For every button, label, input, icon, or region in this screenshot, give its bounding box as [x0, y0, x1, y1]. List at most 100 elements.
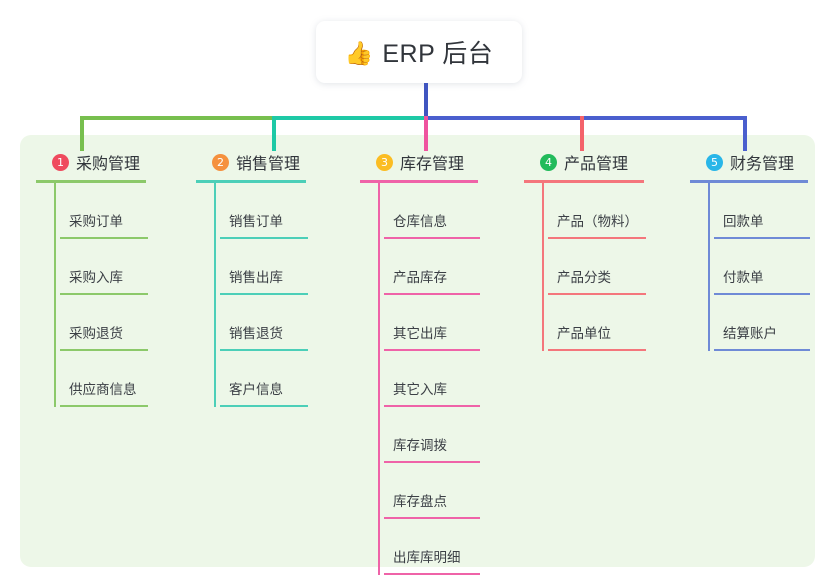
branch-spine	[708, 183, 710, 351]
branch-item-label: 销售退货	[229, 326, 283, 341]
branch-item-label: 库存盘点	[393, 494, 447, 509]
branch-spine	[542, 183, 544, 351]
branch-item-rule	[384, 517, 480, 519]
branch-title: 产品管理	[564, 156, 629, 173]
branch-item-rule	[548, 349, 646, 351]
branch-item-rule	[60, 293, 148, 295]
branch-item-rule	[60, 237, 148, 239]
branch-item-label: 采购退货	[69, 326, 123, 341]
branch-header-rule	[36, 180, 146, 183]
branch-item[interactable]: 其它出库	[384, 295, 510, 351]
branch-header-rule	[524, 180, 644, 183]
branch-item[interactable]: 客户信息	[220, 351, 346, 407]
branch-item-label: 回款单	[723, 214, 764, 229]
branch-item-rule	[714, 293, 810, 295]
branch-item-rule	[60, 405, 148, 407]
branch-item[interactable]: 采购退货	[60, 295, 186, 351]
branch-header-4[interactable]: 4 产品管理	[524, 150, 674, 174]
branch-item-rule	[714, 349, 810, 351]
branch-item-rule	[548, 293, 646, 295]
branch-item-rule	[220, 293, 308, 295]
branch-number-badge: 2	[212, 153, 229, 171]
branch-title: 财务管理	[730, 156, 795, 173]
branch-column-1: 1 采购管理采购订单采购入库采购退货供应商信息	[36, 150, 186, 407]
branch-item-list: 销售订单销售出库销售退货客户信息	[196, 183, 346, 407]
branch-item-rule	[384, 405, 480, 407]
branch-item-list: 仓库信息产品库存其它出库其它入库库存调拨库存盘点出库库明细	[360, 183, 510, 575]
branch-item[interactable]: 产品分类	[548, 239, 674, 295]
branch-spine	[378, 183, 380, 575]
branch-item[interactable]: 销售订单	[220, 183, 346, 239]
branch-item[interactable]: 库存调拨	[384, 407, 510, 463]
diagram-panel	[20, 135, 815, 567]
branch-number-badge: 1	[52, 153, 69, 171]
branch-header-5[interactable]: 5 财务管理	[690, 150, 839, 174]
branch-item-rule	[384, 349, 480, 351]
branch-title: 销售管理	[236, 156, 301, 173]
branch-item-list: 采购订单采购入库采购退货供应商信息	[36, 183, 186, 407]
branch-item-label: 其它入库	[393, 382, 447, 397]
branch-column-3: 3 库存管理仓库信息产品库存其它出库其它入库库存调拨库存盘点出库库明细	[360, 150, 510, 575]
branch-item-label: 客户信息	[229, 382, 283, 397]
connector-drop-column-3	[424, 116, 428, 151]
branch-column-4: 4 产品管理产品（物料） 产品分类产品单位	[524, 150, 674, 351]
branch-header-2[interactable]: 2 销售管理	[196, 150, 346, 174]
branch-item-rule	[60, 349, 148, 351]
branch-item-list: 产品（物料） 产品分类产品单位	[524, 183, 674, 351]
root-node-erp-backend[interactable]: 👍 ERP 后台	[316, 21, 522, 83]
branch-number-badge: 3	[376, 153, 393, 171]
branch-item-rule	[384, 573, 480, 575]
branch-item-label: 产品库存	[393, 270, 447, 285]
branch-column-5: 5 财务管理回款单付款单结算账户	[690, 150, 839, 351]
branch-item-label: 产品分类	[557, 270, 611, 285]
branch-header-3[interactable]: 3 库存管理	[360, 150, 510, 174]
branch-header-rule	[360, 180, 478, 183]
branch-item-label: 采购入库	[69, 270, 123, 285]
branch-item-rule	[384, 237, 480, 239]
branch-item[interactable]: 采购入库	[60, 239, 186, 295]
branch-item[interactable]: 其它入库	[384, 351, 510, 407]
branch-item-rule	[548, 237, 646, 239]
connector-bar-teal	[272, 116, 426, 120]
branch-item-label: 其它出库	[393, 326, 447, 341]
connector-drop-column-4	[580, 116, 584, 151]
branch-item-label: 产品（物料）	[557, 214, 638, 229]
branch-item[interactable]: 回款单	[714, 183, 839, 239]
branch-item[interactable]: 库存盘点	[384, 463, 510, 519]
connector-drop-column-2	[272, 116, 276, 151]
branch-item[interactable]: 采购订单	[60, 183, 186, 239]
root-node-title: ERP 后台	[382, 40, 494, 68]
branch-item[interactable]: 产品单位	[548, 295, 674, 351]
branch-item-label: 销售出库	[229, 270, 283, 285]
branch-item[interactable]: 付款单	[714, 239, 839, 295]
branch-item[interactable]: 销售出库	[220, 239, 346, 295]
connector-drop-column-5	[743, 116, 747, 151]
branch-item-rule	[220, 237, 308, 239]
branch-item-rule	[220, 405, 308, 407]
branch-header-rule	[196, 180, 306, 183]
branch-item[interactable]: 产品（物料）	[548, 183, 674, 239]
branch-item-rule	[220, 349, 308, 351]
branch-item[interactable]: 仓库信息	[384, 183, 510, 239]
branch-spine	[214, 183, 216, 407]
branch-item-rule	[384, 461, 480, 463]
branch-item-label: 供应商信息	[69, 382, 137, 397]
branch-number-badge: 4	[540, 153, 557, 171]
branch-item[interactable]: 销售退货	[220, 295, 346, 351]
branch-header-1[interactable]: 1 采购管理	[36, 150, 186, 174]
branch-item-label: 出库库明细	[393, 550, 461, 565]
branch-item-rule	[384, 293, 480, 295]
branch-number-badge: 5	[706, 153, 723, 171]
branch-item-rule	[714, 237, 810, 239]
branch-item[interactable]: 产品库存	[384, 239, 510, 295]
branch-item-label: 库存调拨	[393, 438, 447, 453]
branch-item-label: 产品单位	[557, 326, 611, 341]
branch-item-label: 仓库信息	[393, 214, 447, 229]
branch-item[interactable]: 结算账户	[714, 295, 839, 351]
branch-item[interactable]: 供应商信息	[60, 351, 186, 407]
branch-title: 采购管理	[76, 156, 141, 173]
branch-title: 库存管理	[400, 156, 465, 173]
branch-item-label: 结算账户	[723, 326, 777, 341]
branch-item[interactable]: 出库库明细	[384, 519, 510, 575]
thumbs-up-icon: 👍	[344, 39, 374, 66]
